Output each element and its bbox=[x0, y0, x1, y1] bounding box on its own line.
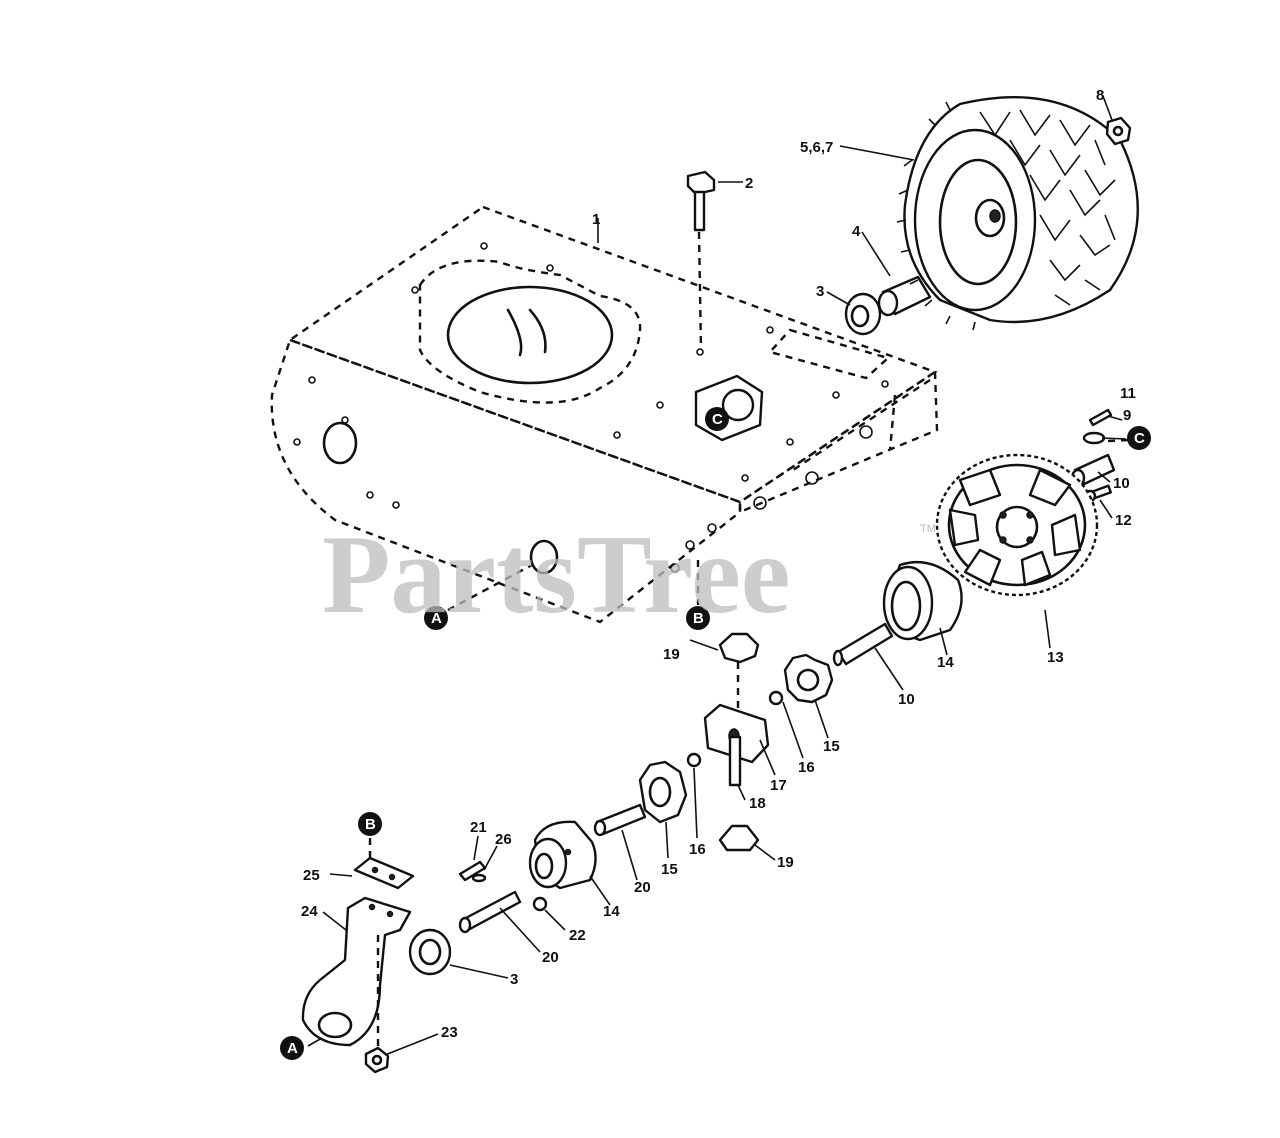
leader-lines bbox=[307, 95, 1127, 1056]
spacer-tube bbox=[877, 275, 932, 317]
thrust-washer-lower bbox=[686, 752, 702, 768]
callout-23: 23 bbox=[441, 1024, 458, 1041]
callout-11: 11 bbox=[1120, 385, 1136, 402]
callout-19-upper: 19 bbox=[663, 646, 680, 663]
spring-pin bbox=[1088, 408, 1113, 427]
marker-a-bracket: A bbox=[280, 1036, 304, 1060]
callout-17: 17 bbox=[770, 777, 787, 794]
callout-2: 2 bbox=[745, 175, 753, 192]
callout-14-upper: 14 bbox=[937, 654, 954, 671]
callout-4: 4 bbox=[852, 223, 861, 240]
retaining-pin bbox=[471, 873, 487, 883]
callout-21: 21 bbox=[470, 819, 487, 836]
callout-26: 26 bbox=[495, 831, 512, 848]
differential-housing-upper bbox=[882, 561, 963, 642]
ring-gear bbox=[935, 453, 1099, 597]
mounting-plate bbox=[353, 838, 415, 890]
marker-b-frame: B bbox=[686, 606, 710, 630]
pinion-gear-upper bbox=[718, 632, 760, 708]
callout-15-upper: 15 bbox=[823, 738, 840, 755]
partstree-watermark: PartsTree TM bbox=[322, 513, 936, 637]
callout-5-6-7: 5,6,7 bbox=[800, 139, 833, 156]
callout-25: 25 bbox=[303, 867, 320, 884]
callout-19-lower: 19 bbox=[777, 854, 794, 871]
callout-3-lower: 3 bbox=[510, 971, 518, 988]
callout-16-lower: 16 bbox=[689, 841, 706, 858]
callout-24: 24 bbox=[301, 903, 318, 920]
callout-18: 18 bbox=[749, 795, 766, 812]
callout-13: 13 bbox=[1047, 649, 1064, 666]
callout-14-lower: 14 bbox=[603, 903, 620, 920]
marker-c-frame: C bbox=[705, 407, 729, 431]
output-shaft-upper bbox=[593, 803, 647, 837]
callout-22: 22 bbox=[569, 927, 586, 944]
svg-text:PartsTree: PartsTree bbox=[322, 513, 791, 637]
small-hex-nut bbox=[532, 896, 548, 912]
callout-9: 9 bbox=[1123, 407, 1131, 424]
marker-b-plate: B bbox=[358, 812, 382, 836]
callout-10-lower: 10 bbox=[898, 691, 915, 708]
callout-15-lower: 15 bbox=[661, 861, 678, 878]
callout-10-upper: 10 bbox=[1113, 475, 1130, 492]
hex-bolt bbox=[686, 170, 716, 351]
svg-text:C: C bbox=[712, 411, 723, 428]
marker-c-axle: C bbox=[1127, 426, 1151, 450]
differential-housing-lower bbox=[528, 820, 597, 890]
callout-1: 1 bbox=[592, 211, 600, 228]
svg-text:C: C bbox=[1134, 430, 1145, 447]
hex-nut bbox=[1105, 116, 1132, 146]
callout-8: 8 bbox=[1096, 87, 1104, 104]
output-shaft-lower bbox=[458, 890, 522, 934]
cross-pin bbox=[728, 735, 742, 787]
callout-labels: 1 2 3 4 5,6,7 8 11 9 10 12 13 14 10 15 1… bbox=[301, 87, 1136, 1041]
marker-a-frame: A bbox=[424, 606, 448, 630]
flange-bushing bbox=[844, 292, 882, 336]
callout-20-upper: 20 bbox=[634, 879, 651, 896]
bracket-arm bbox=[301, 896, 412, 1055]
svg-text:TM: TM bbox=[920, 523, 936, 535]
svg-text:A: A bbox=[431, 610, 442, 627]
tire-wheel-assembly bbox=[896, 95, 1139, 331]
frame-housing bbox=[270, 205, 939, 624]
flange-bushing-lower bbox=[408, 928, 452, 976]
callout-16-upper: 16 bbox=[798, 759, 815, 776]
svg-text:A: A bbox=[287, 1040, 298, 1057]
callout-12: 12 bbox=[1115, 512, 1132, 529]
callout-20-lower: 20 bbox=[542, 949, 559, 966]
svg-text:B: B bbox=[365, 816, 376, 833]
thrust-washer-upper bbox=[768, 690, 784, 706]
bevel-gear-upper bbox=[783, 653, 834, 704]
svg-text:B: B bbox=[693, 610, 704, 627]
bevel-gear-lower bbox=[638, 760, 688, 824]
pinion-gear-lower bbox=[718, 824, 760, 852]
clevis-pin bbox=[1082, 431, 1106, 445]
lock-nut bbox=[364, 1046, 390, 1074]
callout-3-upper: 3 bbox=[816, 283, 824, 300]
reference-markers: A B C C B A bbox=[280, 407, 1151, 1060]
axle-shaft-long bbox=[832, 622, 894, 667]
